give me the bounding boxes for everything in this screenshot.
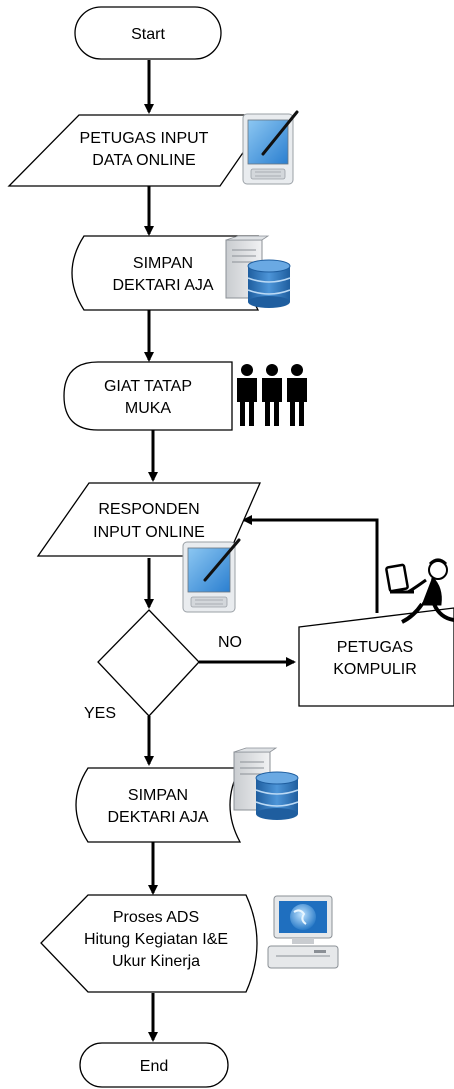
database-server-icon-2 xyxy=(233,747,299,820)
simpan2-node: SIMPAN DEKTARI AJA xyxy=(75,767,242,843)
end-terminator: End xyxy=(79,1042,229,1088)
giat-node: GIAT TATAP MUKA xyxy=(63,361,233,431)
person-at-computer-icon xyxy=(385,558,454,624)
database-server-icon xyxy=(225,235,291,308)
giat-line2: MUKA xyxy=(125,400,172,417)
simpan1-line2: DEKTARI AJA xyxy=(112,277,213,294)
start-terminator: Start xyxy=(74,6,222,60)
desktop-computer-icon xyxy=(267,895,339,969)
simpan2-line1: SIMPAN xyxy=(128,787,188,804)
petugas-kompulir-line2: KOMPULIR xyxy=(333,661,417,678)
start-label: Start xyxy=(131,26,165,43)
giat-line1: GIAT TATAP xyxy=(104,378,192,395)
responden-node: RESPONDEN INPUT ONLINE xyxy=(36,482,261,557)
responden-line2: INPUT ONLINE xyxy=(93,524,205,541)
proses-line1: Proses ADS xyxy=(113,909,199,926)
no-label: NO xyxy=(218,634,242,651)
connector-petugas-loop xyxy=(242,515,379,613)
end-label: End xyxy=(140,1058,168,1075)
petugas-kompulir-line1: PETUGAS xyxy=(337,639,413,656)
tablet-pen-icon-2 xyxy=(182,538,241,613)
simpan1-line1: SIMPAN xyxy=(133,255,193,272)
decision-node xyxy=(97,609,200,717)
simpan2-line2: DEKTARI AJA xyxy=(107,809,208,826)
people-group-icon xyxy=(237,364,307,426)
input-petugas-node: PETUGAS INPUT DATA ONLINE xyxy=(7,114,271,187)
yes-label: YES xyxy=(84,705,116,722)
tablet-pen-icon xyxy=(242,110,299,185)
proses-line2: Hitung Kegiatan I&E xyxy=(84,931,228,948)
input-petugas-line2: DATA ONLINE xyxy=(92,152,195,169)
input-petugas-line1: PETUGAS INPUT xyxy=(80,130,209,147)
responden-line1: RESPONDEN xyxy=(98,501,199,518)
petugas-kompulir-node: PETUGAS KOMPULIR xyxy=(298,607,454,707)
proses-line3: Ukur Kinerja xyxy=(112,953,200,970)
proses-node: Proses ADS Hitung Kegiatan I&E Ukur Kine… xyxy=(40,894,258,993)
